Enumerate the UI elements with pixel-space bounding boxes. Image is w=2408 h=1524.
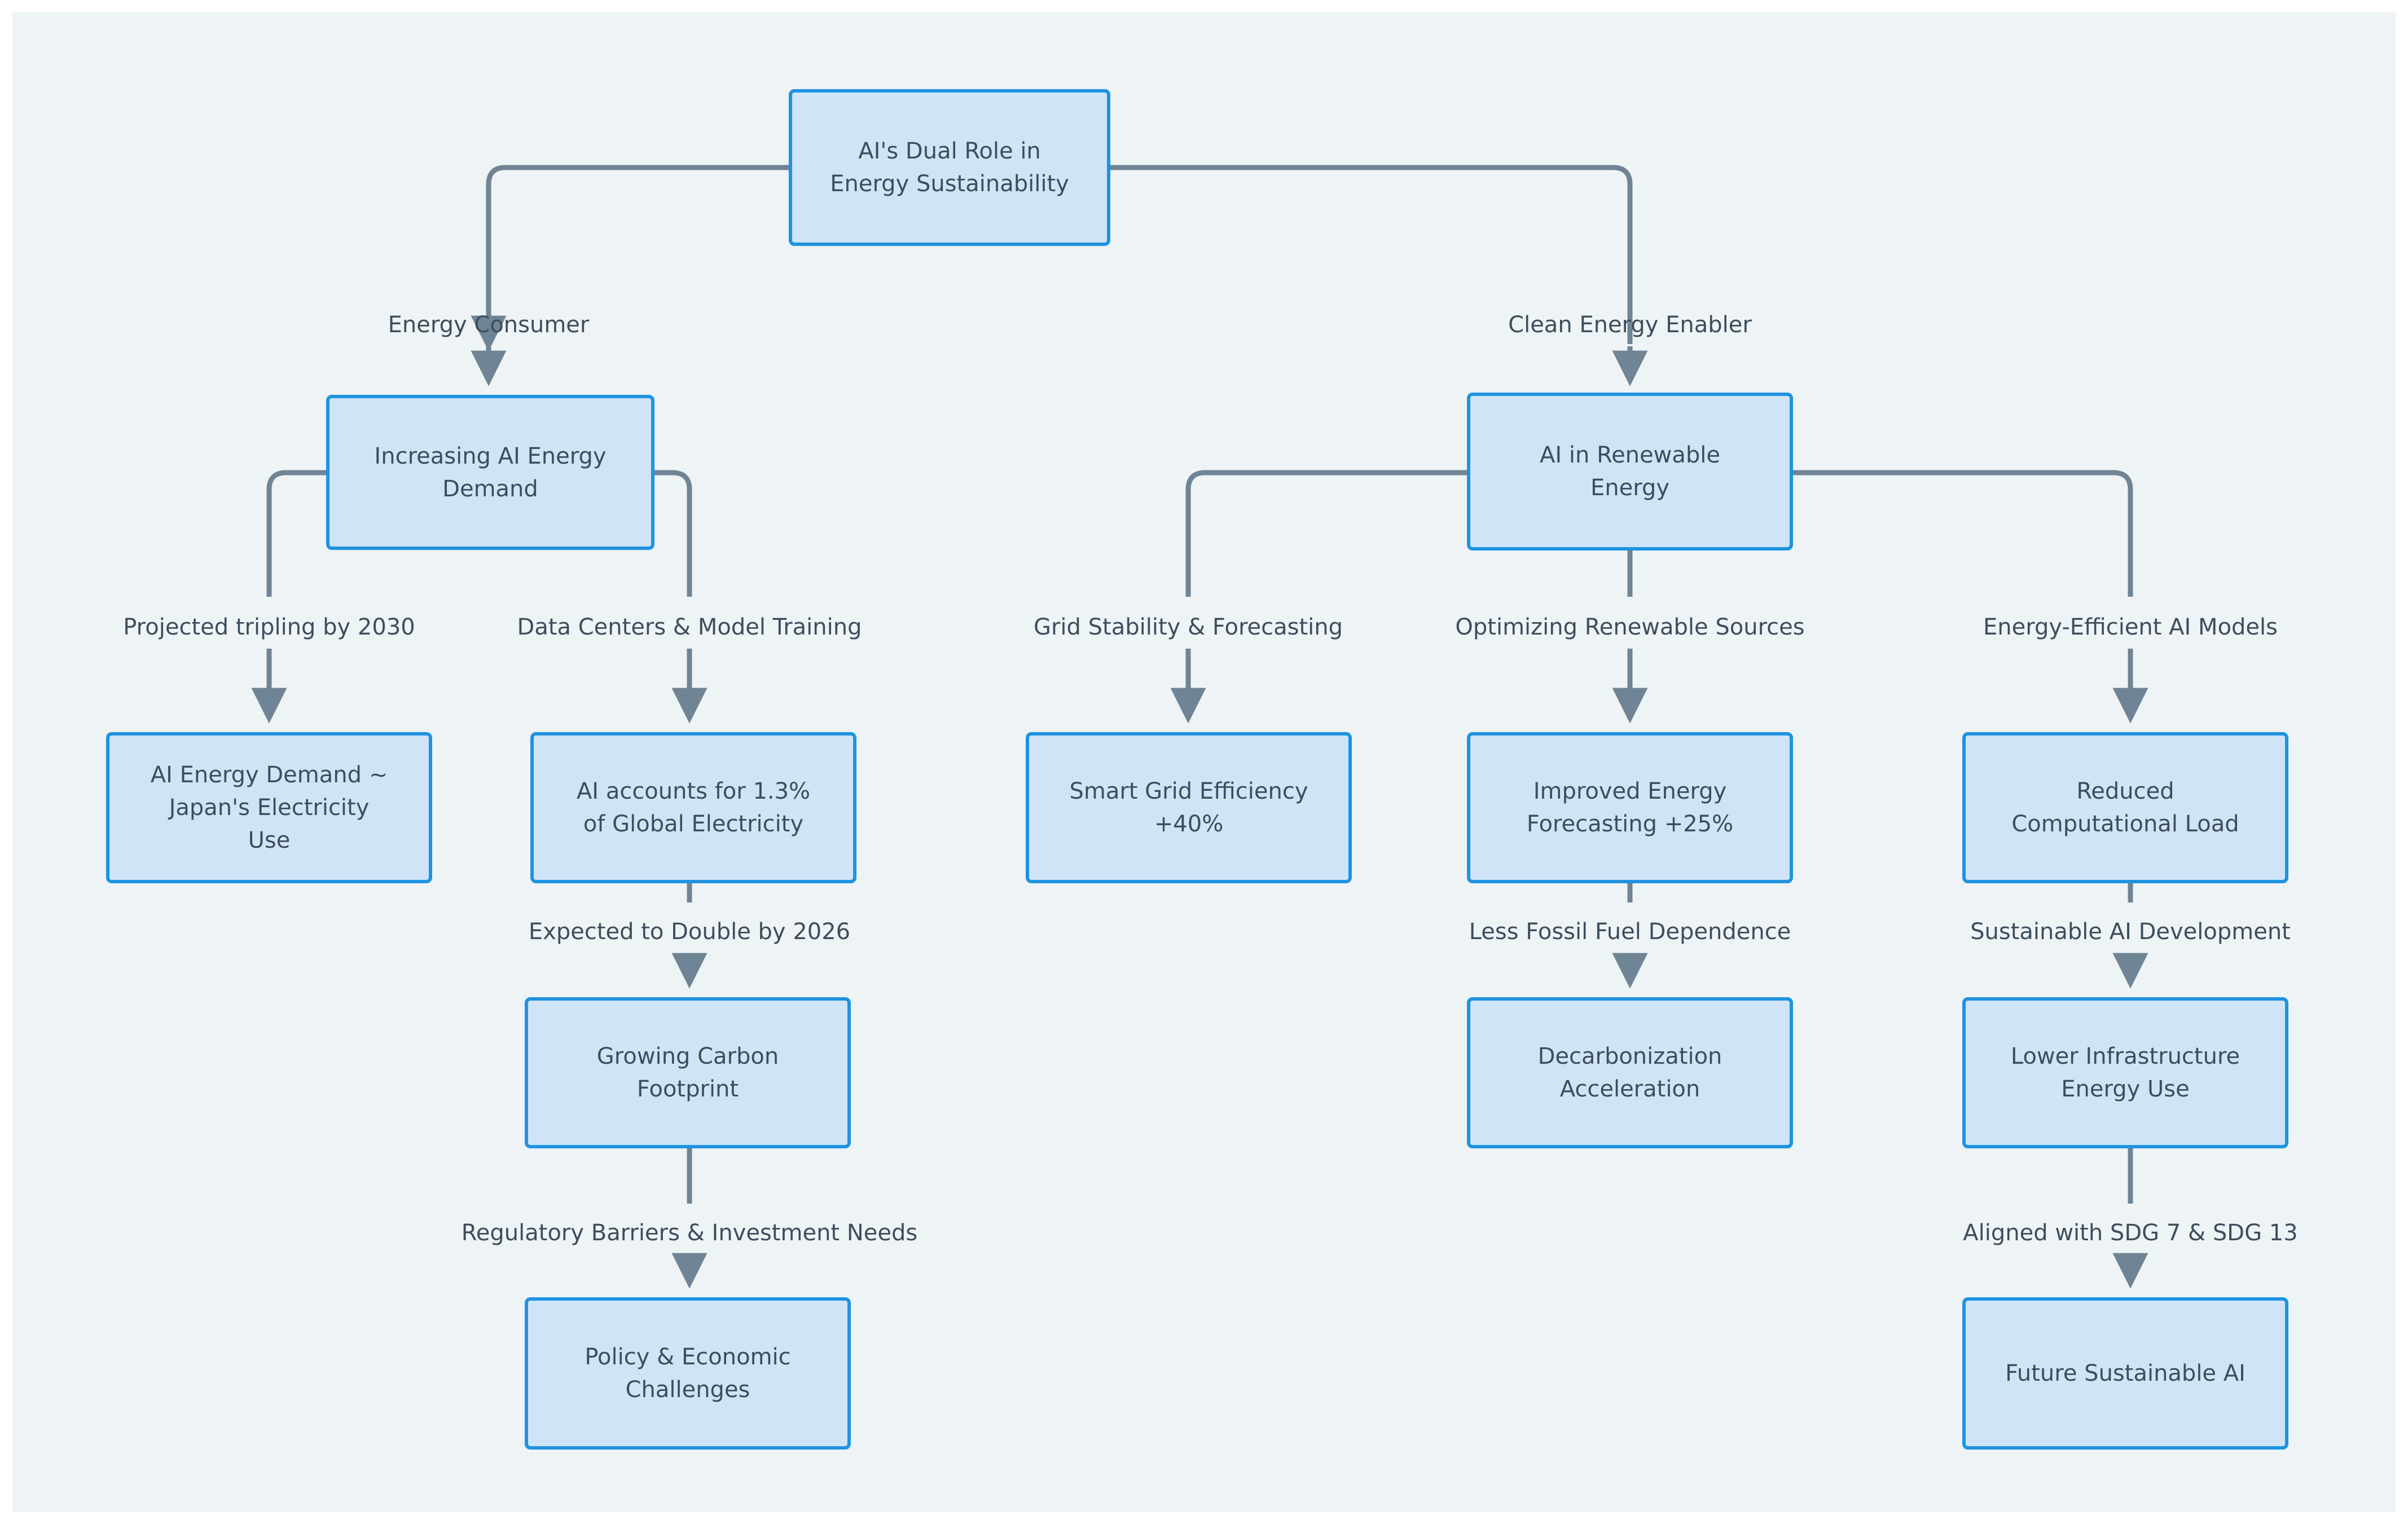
edge-label-grid-stability-forecasting: Grid Stability & Forecasting xyxy=(1033,614,1343,640)
node-increasing-ai-energy-demand[interactable]: Increasing AI Energy Demand xyxy=(326,395,654,550)
node-ai-in-renewable-energy[interactable]: AI in Renewable Energy xyxy=(1467,393,1793,550)
node-smart-grid-efficiency[interactable]: Smart Grid Efficiency +40% xyxy=(1026,732,1352,883)
edge-label-sustainable-ai-development: Sustainable AI Development xyxy=(1970,919,2291,945)
node-decarbonization-acceleration[interactable]: Decarbonization Acceleration xyxy=(1467,997,1793,1148)
edge-label-regulatory-barriers-investment: Regulatory Barriers & Investment Needs xyxy=(461,1220,918,1246)
edge-label-data-centers-model-training: Data Centers & Model Training xyxy=(517,614,862,640)
node-policy-economic-challenges[interactable]: Policy & Economic Challenges xyxy=(525,1297,851,1450)
edge-label-energy-consumer: Energy Consumer xyxy=(388,312,590,338)
edge-label-expected-to-double-2026: Expected to Double by 2026 xyxy=(528,919,851,945)
node-root[interactable]: AI's Dual Role in Energy Sustainability xyxy=(789,89,1110,246)
edge-label-projected-tripling-2030: Projected tripling by 2030 xyxy=(123,614,415,640)
node-reduced-computational-load[interactable]: Reduced Computational Load xyxy=(1962,732,2288,883)
edge-label-clean-energy-enabler: Clean Energy Enabler xyxy=(1508,312,1752,338)
edge-label-energy-efficient-ai-models: Energy-Efficient AI Models xyxy=(1983,614,2278,640)
node-ai-accounts-global-electricity[interactable]: AI accounts for 1.3% of Global Electrici… xyxy=(530,732,856,883)
edge-label-optimizing-renewable-sources: Optimizing Renewable Sources xyxy=(1455,614,1805,640)
node-ai-energy-demand-japan[interactable]: AI Energy Demand ~ Japan's Electricity U… xyxy=(106,732,432,883)
edge-label-less-fossil-fuel-dependence: Less Fossil Fuel Dependence xyxy=(1469,919,1791,945)
node-lower-infrastructure-energy-use[interactable]: Lower Infrastructure Energy Use xyxy=(1962,997,2288,1148)
node-growing-carbon-footprint[interactable]: Growing Carbon Footprint xyxy=(525,997,851,1148)
edge-label-aligned-sdg7-sdg13: Aligned with SDG 7 & SDG 13 xyxy=(1963,1220,2298,1246)
node-improved-energy-forecasting[interactable]: Improved Energy Forecasting +25% xyxy=(1467,732,1793,883)
node-future-sustainable-ai[interactable]: Future Sustainable AI xyxy=(1962,1297,2288,1450)
